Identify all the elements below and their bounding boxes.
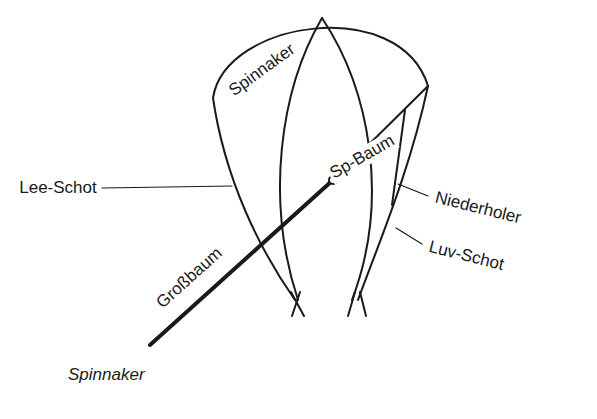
lee-sheet xyxy=(213,98,295,300)
main-boom xyxy=(150,180,333,345)
downhaul xyxy=(392,110,405,205)
leader-line xyxy=(398,184,428,196)
sheet-label: Lee-Schot xyxy=(17,179,99,198)
sail-label: Spinnaker xyxy=(224,39,300,101)
figure-caption: Spinnaker xyxy=(66,366,147,385)
leader-line xyxy=(102,186,232,188)
sheet-end xyxy=(291,292,304,316)
sheet-label: Luv-Schot xyxy=(425,237,508,275)
boom-label: Großbaum xyxy=(152,243,228,314)
sheet-end xyxy=(348,292,366,316)
downhaul-label: Niederholer xyxy=(431,188,525,228)
pole-label: Sp-Baum xyxy=(325,130,399,184)
luv-sheet xyxy=(358,86,428,300)
leader-line xyxy=(396,228,422,244)
